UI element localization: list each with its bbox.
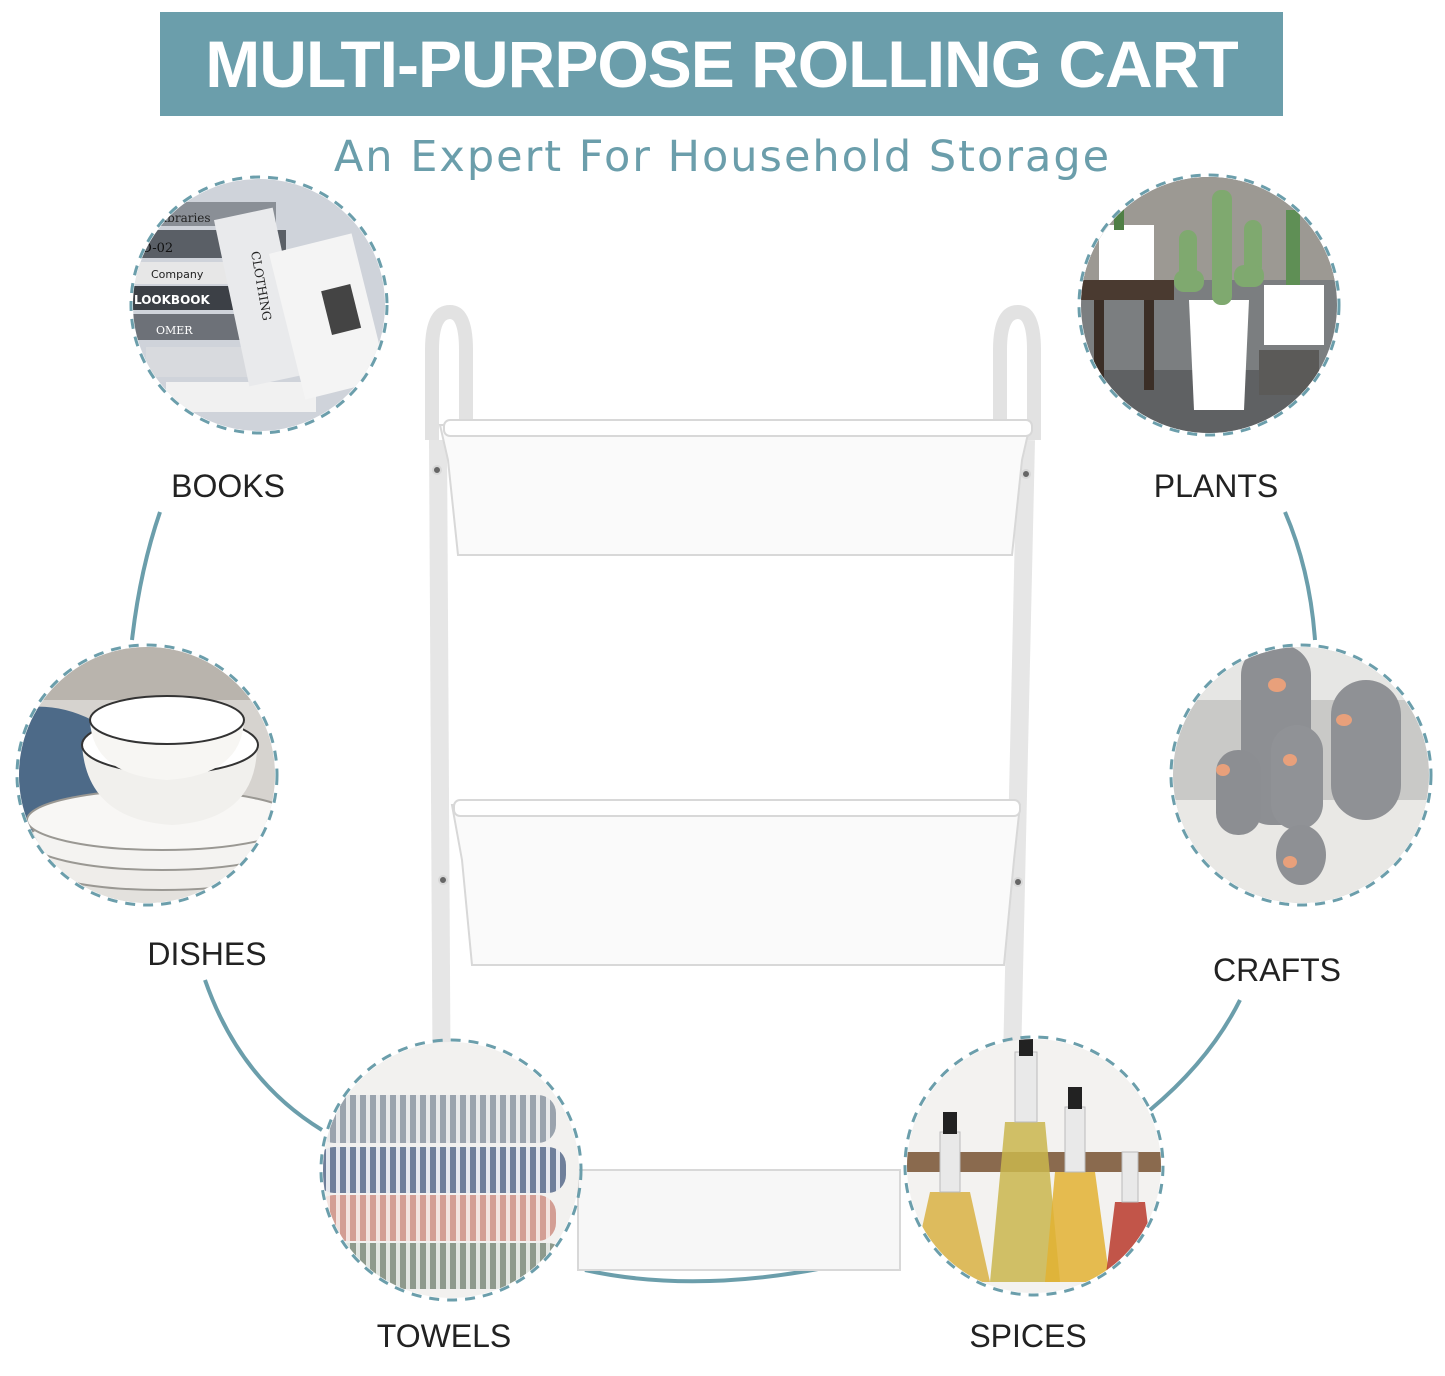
towels-photo-icon: [319, 1038, 583, 1302]
label-towels: TOWELS: [376, 1318, 512, 1354]
cart-leg-left: [429, 439, 451, 1151]
book-title-3: Company: [151, 268, 204, 281]
arc-books-dishes: [130, 511, 162, 641]
cart-leg-right: [1001, 439, 1035, 1151]
books-photo-icon: of libraries IO-02 Company LOOKBOOK OMER…: [129, 175, 389, 435]
page-subtitle: An Expert For Household Storage: [333, 132, 1112, 182]
cart-handle-right: [993, 304, 1041, 440]
books-item: of libraries IO-02 Company LOOKBOOK OMER…: [126, 172, 392, 443]
crafts-item: [1166, 640, 1436, 915]
spices-photo-icon: [903, 1035, 1165, 1297]
label-spices: SPICES: [969, 1318, 1087, 1354]
book-title-1: of libraries: [144, 211, 211, 225]
cart-basket-bottom: [577, 1169, 901, 1271]
page-title: MULTI-PURPOSE ROLLING CART: [205, 27, 1238, 101]
arc-plants-crafts: [1283, 511, 1317, 641]
arc-crafts-spices: [1148, 999, 1242, 1112]
label-dishes: DISHES: [147, 936, 267, 972]
plants-photo-icon: [1077, 173, 1341, 437]
dishes-item: [12, 640, 282, 915]
arc-dishes-towels: [203, 979, 324, 1132]
rolling-cart: [425, 304, 1041, 1271]
cart-basket-middle: [450, 804, 1022, 966]
cart-basket-top: [438, 424, 1032, 556]
plants-item: [1074, 170, 1344, 445]
cart-handle-left: [425, 304, 473, 440]
label-plants: PLANTS: [1153, 468, 1279, 504]
book-title-6: OMER: [156, 324, 193, 337]
crafts-photo-icon: [1169, 643, 1433, 907]
label-books: BOOKS: [171, 468, 285, 504]
spices-item: [900, 1032, 1168, 1305]
towels-item: [316, 1035, 586, 1310]
title-banner: MULTI-PURPOSE ROLLING CART: [160, 12, 1283, 116]
dishes-photo-icon: [15, 643, 279, 907]
book-title-4: LOOKBOOK: [134, 293, 210, 307]
label-crafts: CRAFTS: [1213, 952, 1341, 988]
